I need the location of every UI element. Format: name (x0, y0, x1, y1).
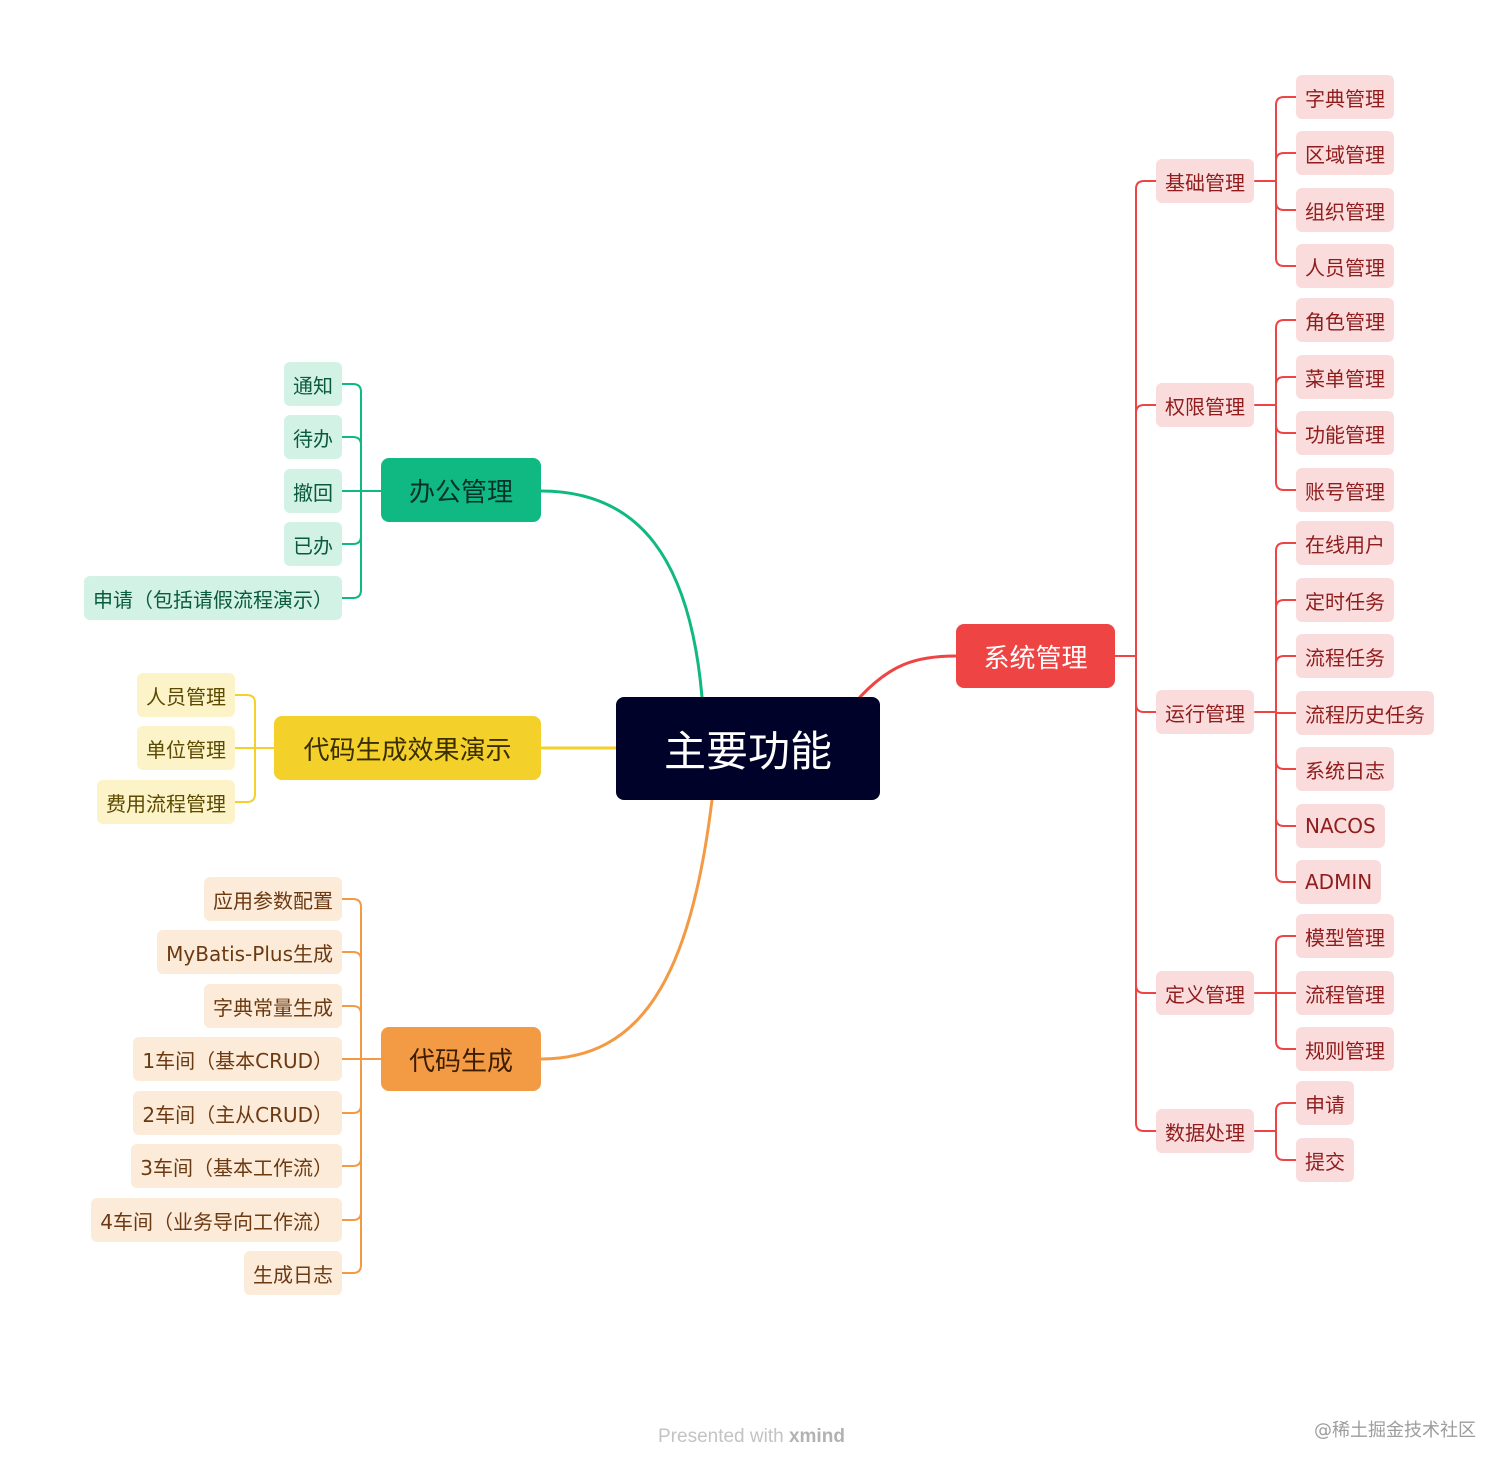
system-leaf-link-1-1 (1275, 376, 1297, 406)
system-leaf-link-0-3 (1275, 180, 1297, 267)
system-group-link-3 (1135, 655, 1157, 994)
codegen-connector (539, 798, 714, 1061)
office-leaf-link-0 (341, 383, 362, 492)
system-leaf-1-1[interactable]: 菜单管理 (1296, 355, 1394, 399)
codegen-leaf-link-6 (341, 1058, 362, 1221)
system-group-3[interactable]: 定义管理 (1156, 971, 1254, 1015)
system-leaf-0-3[interactable]: 人员管理 (1296, 244, 1394, 288)
office-leaf-3[interactable]: 已办 (284, 522, 342, 566)
codegen-leaf-0[interactable]: 应用参数配置 (204, 877, 342, 921)
system-leaf-link-0-1 (1275, 152, 1297, 182)
presented-with-footer: Presented with xmind (658, 1426, 858, 1448)
system-group-2[interactable]: 运行管理 (1156, 690, 1254, 734)
codegen-leaf-5[interactable]: 3车间（基本工作流） (131, 1144, 342, 1188)
system-leaf-link-2-0 (1275, 542, 1297, 713)
system-connector (858, 654, 958, 699)
system-leaf-link-0-2 (1275, 180, 1297, 211)
system-group-0[interactable]: 基础管理 (1156, 159, 1254, 203)
system-group-link-1 (1135, 404, 1157, 657)
system-leaf-3-0[interactable]: 模型管理 (1296, 914, 1394, 958)
system-group-4[interactable]: 数据处理 (1156, 1109, 1254, 1153)
office-leaf-1[interactable]: 待办 (284, 415, 342, 459)
codegen-leaf-2[interactable]: 字典常量生成 (204, 984, 342, 1028)
system-leaf-link-2-1 (1275, 599, 1297, 713)
system-leaf-3-2[interactable]: 规则管理 (1296, 1027, 1394, 1071)
demo-leaf-2[interactable]: 费用流程管理 (97, 780, 235, 824)
office-connector (539, 489, 704, 699)
office-leaf-link-3 (341, 490, 362, 545)
codegen-leaf-4[interactable]: 2车间（主从CRUD） (133, 1091, 342, 1135)
system-leaf-4-0[interactable]: 申请 (1296, 1081, 1354, 1125)
system-leaf-link-0-0 (1275, 96, 1297, 182)
demo-leaf-link-0 (234, 694, 256, 749)
codegen-leaf-link-7 (341, 1058, 362, 1274)
system-group-1[interactable]: 权限管理 (1156, 383, 1254, 427)
codegen-leaf-link-1 (341, 951, 362, 1060)
codegen-leaf-1[interactable]: MyBatis-Plus生成 (157, 930, 342, 974)
demo-leaf-1[interactable]: 单位管理 (137, 726, 235, 770)
watermark: @稀土掘金技术社区 (1314, 1420, 1476, 1441)
office-leaf-4[interactable]: 申请（包括请假流程演示） (84, 576, 342, 620)
system-group-link-0 (1135, 180, 1157, 657)
office-leaf-2[interactable]: 撤回 (284, 469, 342, 513)
system-leaf-0-2[interactable]: 组织管理 (1296, 188, 1394, 232)
codegen-leaf-link-2 (341, 1005, 362, 1060)
system-leaf-link-3-0 (1275, 935, 1297, 994)
system-leaf-link-1-2 (1275, 404, 1297, 434)
office-leaf-link-1 (341, 436, 362, 492)
system-leaf-4-1[interactable]: 提交 (1296, 1138, 1354, 1182)
system-leaf-link-4-0 (1275, 1102, 1297, 1132)
footer-prefix: Presented with (658, 1426, 789, 1447)
system-leaf-1-2[interactable]: 功能管理 (1296, 411, 1394, 455)
codegen-leaf-7[interactable]: 生成日志 (244, 1251, 342, 1295)
system-leaf-1-3[interactable]: 账号管理 (1296, 468, 1394, 512)
codegen-leaf-3[interactable]: 1车间（基本CRUD） (133, 1037, 342, 1081)
branch-codegen-demo[interactable]: 代码生成效果演示 (274, 716, 541, 780)
codegen-leaf-link-4 (341, 1058, 362, 1114)
system-leaf-2-6[interactable]: ADMIN (1296, 860, 1382, 904)
system-group-link-2 (1135, 655, 1157, 713)
system-leaf-2-0[interactable]: 在线用户 (1296, 521, 1394, 565)
system-leaf-link-2-6 (1275, 711, 1297, 883)
demo-leaf-0[interactable]: 人员管理 (137, 673, 235, 717)
branch-code-generation[interactable]: 代码生成 (381, 1027, 541, 1091)
system-leaf-link-2-4 (1275, 711, 1297, 770)
system-leaf-link-4-1 (1275, 1130, 1297, 1161)
system-leaf-link-3-2 (1275, 992, 1297, 1050)
codegen-leaf-link-0 (341, 898, 362, 1060)
system-leaf-2-4[interactable]: 系统日志 (1296, 747, 1394, 791)
system-leaf-link-2-2 (1275, 655, 1297, 713)
system-leaf-2-2[interactable]: 流程任务 (1296, 634, 1394, 678)
system-leaf-link-1-0 (1275, 319, 1297, 406)
codegen-leaf-6[interactable]: 4车间（业务导向工作流） (91, 1198, 342, 1242)
system-leaf-2-1[interactable]: 定时任务 (1296, 578, 1394, 622)
central-topic[interactable]: 主要功能 (616, 697, 880, 800)
system-leaf-2-3[interactable]: 流程历史任务 (1296, 691, 1434, 735)
office-leaf-0[interactable]: 通知 (284, 362, 342, 406)
system-leaf-3-1[interactable]: 流程管理 (1296, 971, 1394, 1015)
xmind-brand: xmind (788, 1426, 845, 1447)
system-leaf-1-0[interactable]: 角色管理 (1296, 298, 1394, 342)
branch-office-management[interactable]: 办公管理 (381, 458, 541, 522)
branch-system-management[interactable]: 系统管理 (956, 624, 1115, 688)
system-leaf-0-0[interactable]: 字典管理 (1296, 75, 1394, 119)
system-leaf-0-1[interactable]: 区域管理 (1296, 131, 1394, 175)
system-leaf-link-1-3 (1275, 404, 1297, 491)
demo-leaf-link-2 (234, 747, 256, 803)
system-leaf-2-5[interactable]: NACOS (1296, 804, 1385, 848)
system-group-link-4 (1135, 655, 1157, 1132)
office-leaf-link-4 (341, 490, 362, 599)
